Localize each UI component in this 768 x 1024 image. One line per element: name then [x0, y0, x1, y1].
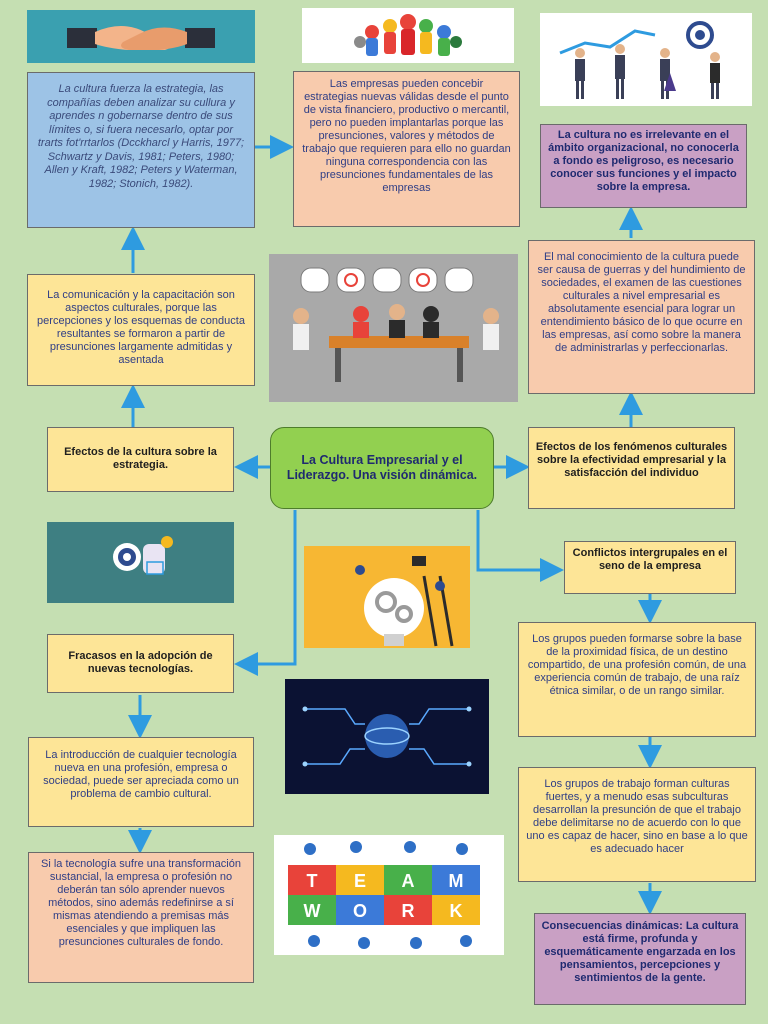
tech-globe-icon [285, 679, 489, 794]
conflicts-text: Conflictos intergrupales en el seno de l… [573, 547, 728, 572]
communication-box: La comunicación y la capacitación son as… [27, 274, 255, 386]
culture-relevance-box: La cultura no es irrelevante en el ámbit… [540, 124, 747, 208]
effects-phenomena-text: Efectos de los fenómenos culturales sobr… [536, 441, 727, 479]
tech-globe-image [285, 679, 489, 794]
work-letter-w: W [304, 901, 321, 921]
effects-phenomena-box: Efectos de los fenómenos culturales sobr… [528, 427, 735, 509]
arrow-center-to-failures [240, 510, 295, 664]
companies-strategy-box: Las empresas pueden concebir estrategias… [293, 71, 520, 227]
business-people-image [540, 13, 752, 106]
meeting-icon [269, 254, 518, 402]
introduction-box: La introducción de cualquier tecnología … [28, 737, 254, 827]
chess-pieces-image [302, 8, 514, 63]
groups-formation-text: Los grupos pueden formarse sobre la base… [528, 633, 746, 697]
companies-strategy-text: Las empresas pueden concebir estrategias… [302, 78, 511, 194]
business-people-icon [540, 13, 752, 106]
communication-text: La comunicación y la capacitación son as… [37, 289, 245, 366]
teamwork-puzzle-image: T E A M W O R K [274, 835, 504, 955]
failures-technology-text: Fracasos en la adopción de nuevas tecnol… [68, 650, 212, 675]
citation-text: La cultura fuerza la estrategia, las com… [38, 83, 244, 190]
team-letter-a: A [402, 871, 415, 891]
failures-technology-box: Fracasos en la adopción de nuevas tecnol… [47, 634, 234, 693]
central-topic-node: La Cultura Empresarial y el Liderazgo. U… [270, 427, 494, 509]
groups-formation-box: Los grupos pueden formarse sobre la base… [518, 622, 756, 737]
gears-lightbulb-image [304, 546, 470, 648]
teamwork-puzzle-icon: T E A M W O R K [274, 835, 504, 955]
target-bulb-icon [47, 522, 234, 603]
culture-relevance-text: La cultura no es irrelevante en el ámbit… [548, 129, 739, 193]
work-letter-o: O [353, 901, 367, 921]
central-topic-title: La Cultura Empresarial y el Liderazgo. U… [281, 453, 483, 483]
effects-strategy-box: Efectos de la cultura sobre la estrategi… [47, 427, 234, 492]
technology-transformation-box: Si la tecnología sufre una transformació… [28, 852, 254, 983]
effects-strategy-text: Efectos de la cultura sobre la estrategi… [64, 446, 217, 471]
work-groups-text: Los grupos de trabajo forman culturas fu… [526, 778, 747, 855]
team-letter-m: M [449, 871, 464, 891]
work-letter-k: K [450, 901, 463, 921]
citation-box: La cultura fuerza la estrategia, las com… [27, 72, 255, 228]
gears-lightbulb-icon [304, 546, 470, 648]
handshake-icon [27, 10, 255, 63]
conflicts-box: Conflictos intergrupales en el seno de l… [564, 541, 736, 594]
consequences-text: Consecuencias dinámicas: La cultura está… [542, 920, 739, 984]
meeting-image [269, 254, 518, 402]
handshake-image [27, 10, 255, 63]
team-letter-e: E [354, 871, 366, 891]
target-bulb-image [47, 522, 234, 603]
misknowledge-box: El mal conocimiento de la cultura puede … [528, 240, 755, 394]
consequences-box: Consecuencias dinámicas: La cultura está… [534, 913, 746, 1005]
work-groups-box: Los grupos de trabajo forman culturas fu… [518, 767, 756, 882]
work-letter-r: R [402, 901, 415, 921]
chess-pieces-icon [302, 8, 514, 63]
misknowledge-text: El mal conocimiento de la cultura puede … [538, 251, 746, 354]
technology-transformation-text: Si la tecnología sufre una transformació… [41, 858, 241, 948]
introduction-text: La introducción de cualquier tecnología … [43, 749, 239, 800]
arrow-center-to-conflicts [478, 510, 558, 570]
team-letter-t: T [307, 871, 318, 891]
